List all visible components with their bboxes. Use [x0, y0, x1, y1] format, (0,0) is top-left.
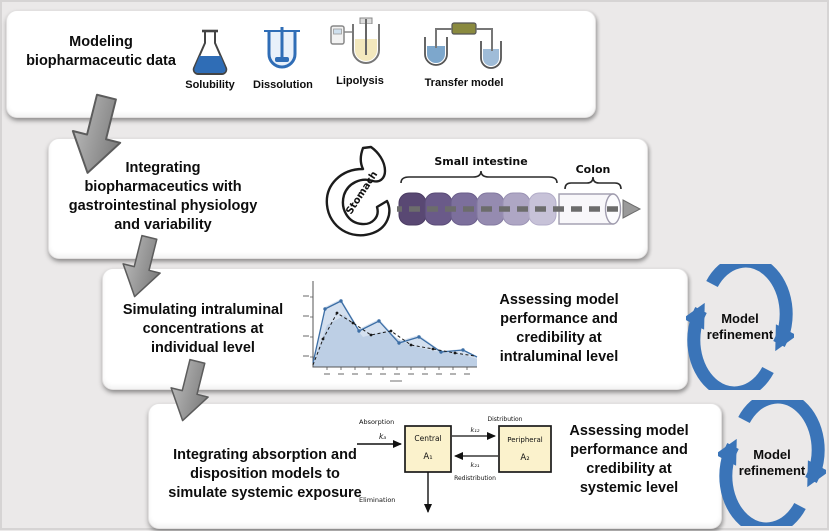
panel3-title: Simulating intraluminal concentrations a… [122, 302, 284, 356]
redistribution-label: Redistribution [454, 475, 496, 482]
chart-x-ticks [326, 367, 468, 370]
chart-confidence-band-inner [313, 315, 477, 367]
model-refinement-cycle-2: Model refinement [714, 390, 829, 531]
flow-arrow-3 [170, 358, 209, 422]
model-refinement-label-2: Model refinement [738, 446, 806, 478]
k21-label: k₂₁ [471, 461, 480, 469]
transfer-model-icon [424, 22, 502, 69]
solubility-flask-icon [192, 29, 228, 75]
model-refinement-cycle-1: Model refinement [682, 254, 798, 400]
panel1-title: Modeling biopharmaceutic data [26, 34, 176, 69]
transit-arrowhead [622, 199, 642, 219]
lipolysis-icon-group: Lipolysis [327, 17, 393, 87]
panel4-assessing-text: Assessing model performance and credibil… [569, 423, 689, 496]
flow-arrow-2 [122, 234, 161, 298]
colon-brace [564, 176, 622, 190]
panel-systemic-exposure: Integrating absorption and disposition m… [148, 403, 722, 529]
cycle-arrows-icon [682, 254, 798, 400]
peripheral-compartment-box [498, 425, 552, 473]
lipolysis-apparatus-icon [330, 17, 380, 64]
stomach-icon: Stomach [325, 145, 391, 237]
chart-y-tick-labels [303, 295, 309, 357]
model-refinement-label-1: Model refinement [706, 310, 774, 342]
lipolysis-label: Lipolysis [336, 75, 384, 87]
chart-axes [312, 281, 477, 368]
dissolution-label: Dissolution [253, 79, 313, 91]
central-amount-label: A₁ [423, 452, 432, 462]
absorption-label: Absorption [359, 418, 394, 426]
dissolution-vessel-icon [264, 27, 300, 69]
chart-y-ticks [310, 296, 313, 358]
colon-label: Colon [576, 163, 611, 176]
panel3-assessing-text: Assessing model performance and credibil… [499, 292, 619, 365]
compartment-model-diagram: Absorption kₐ Central A₁ Distribution k₁… [357, 416, 552, 513]
transfer-model-label: Transfer model [424, 77, 504, 89]
panel2-title: Integrating biopharmaceutics with gastro… [68, 160, 258, 233]
ka-label: kₐ [379, 432, 386, 441]
transfer-model-icon-group: Transfer model [415, 21, 513, 89]
flow-arrow-1 [71, 93, 122, 174]
small-intestine-brace [400, 170, 558, 184]
cycle-arrows-icon [714, 390, 829, 531]
k12-label: k₁₂ [471, 426, 480, 434]
elimination-label: Elimination [359, 496, 395, 504]
small-intestine-label: Small intestine [434, 155, 527, 168]
central-compartment-box [404, 425, 452, 473]
chart-series-black-dashed [312, 312, 476, 366]
intraluminal-concentration-chart [303, 281, 478, 382]
distribution-label: Distribution [487, 416, 522, 423]
solubility-label: Solubility [185, 79, 235, 91]
solubility-icon-group: Solubility [183, 23, 237, 91]
chart-series-blue-markers [323, 299, 465, 354]
chart-series-blue [312, 300, 478, 364]
central-label: Central [414, 434, 441, 443]
chart-series-black-markers [321, 311, 457, 355]
panel4-title: Integrating absorption and disposition m… [168, 447, 362, 501]
dissolution-icon-group: Dissolution [253, 23, 313, 91]
peripheral-label: Peripheral [507, 436, 542, 444]
intestine-tube-diagram: Small intestine Colon [397, 155, 642, 226]
peripheral-amount-label: A₂ [520, 453, 529, 463]
